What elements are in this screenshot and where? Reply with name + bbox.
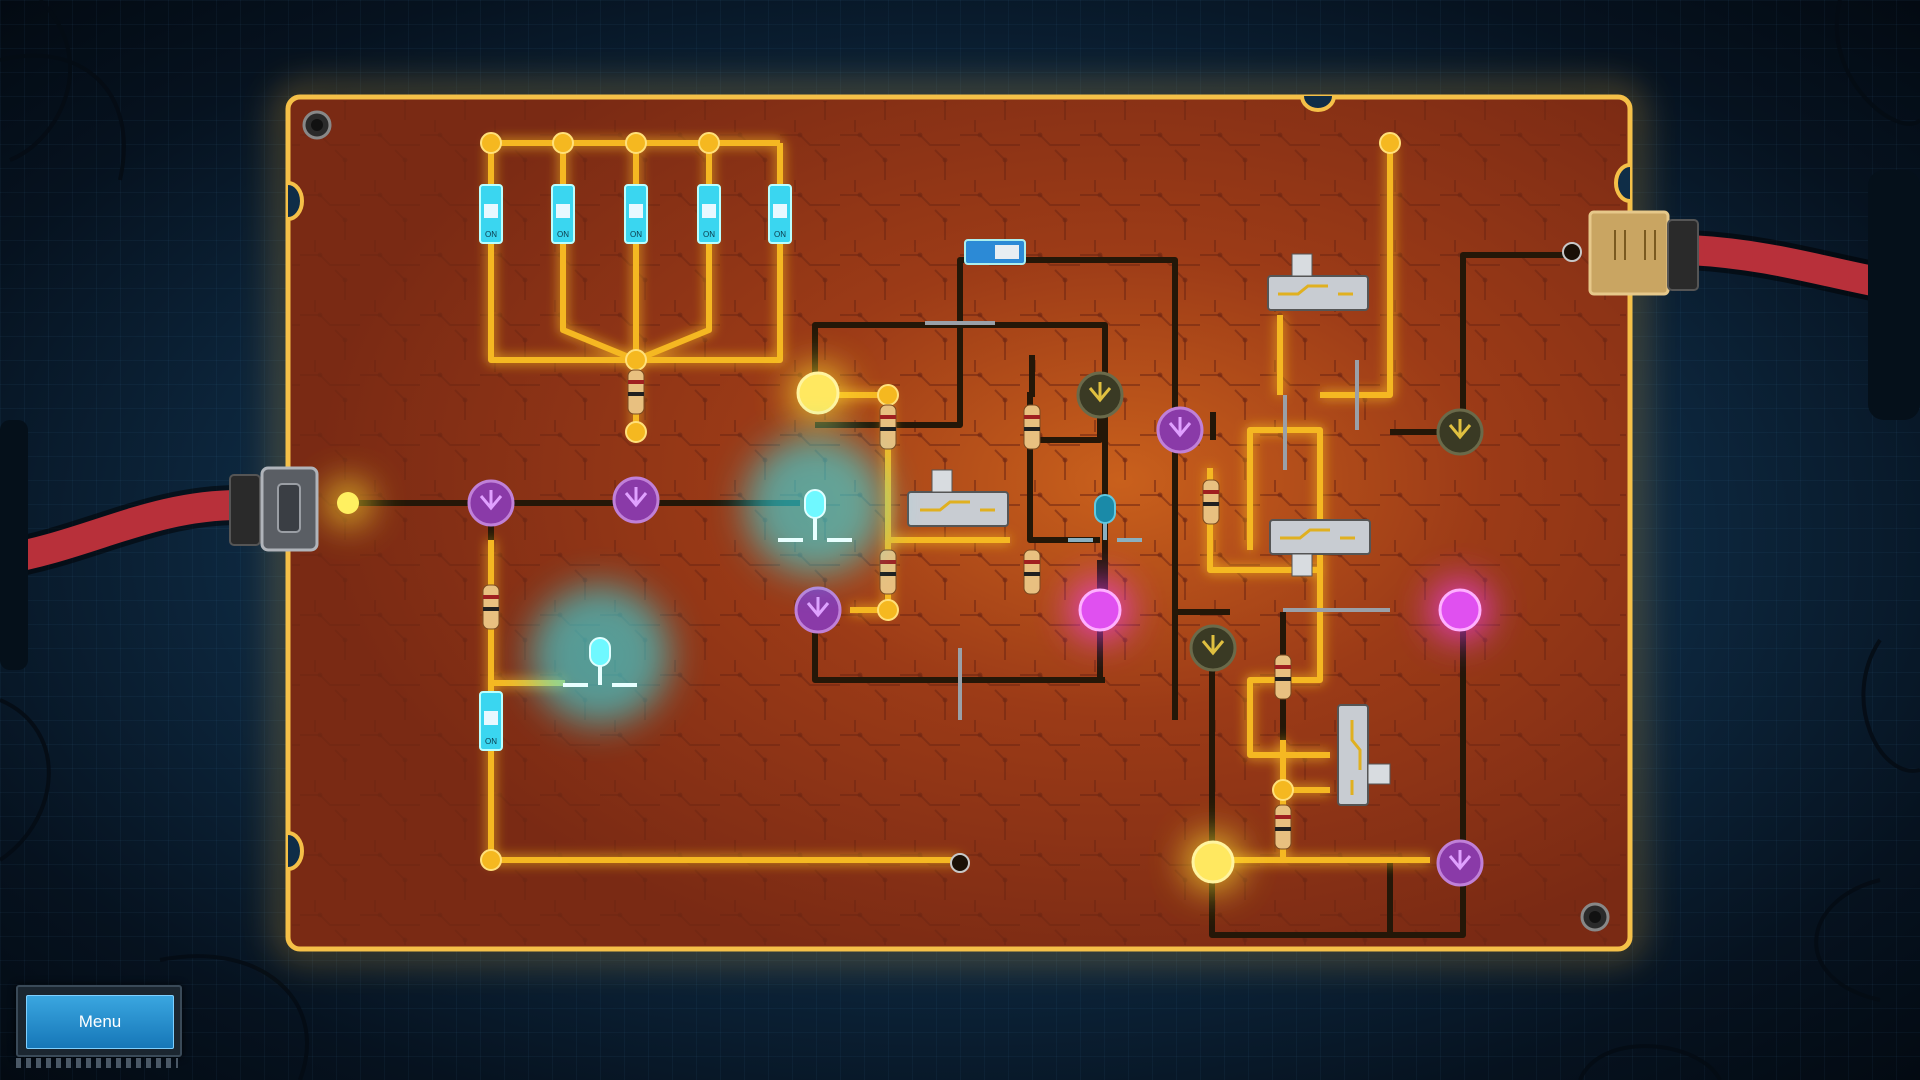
relay-chip[interactable] (1337, 704, 1391, 806)
svg-text:ON: ON (485, 737, 497, 746)
bulb-pink (1070, 580, 1130, 640)
svg-text:ON: ON (557, 230, 569, 239)
resistor (1274, 804, 1292, 850)
relay-chip[interactable] (907, 469, 1009, 527)
resistor (1023, 404, 1041, 450)
transistor-off (1436, 408, 1484, 456)
transistor-lit (1156, 406, 1204, 454)
power-node (326, 481, 370, 525)
menu-panel: Menu (16, 985, 182, 1057)
svg-text:ON: ON (485, 230, 497, 239)
svg-text:ON: ON (774, 230, 786, 239)
dip-switch[interactable]: ON (479, 691, 503, 751)
resistor (1202, 479, 1220, 525)
transistor-off (1189, 624, 1237, 672)
transistor-lit (467, 479, 515, 527)
menu-panel-pins (16, 1058, 178, 1068)
menu-button[interactable]: Menu (26, 995, 174, 1049)
power-input-plug (229, 466, 319, 552)
dip-switch[interactable]: ON (624, 184, 648, 244)
resistor (879, 404, 897, 450)
relay-chip[interactable] (1269, 519, 1371, 577)
transistor-lit (794, 586, 842, 634)
led-blue (530, 585, 670, 725)
dip-switch[interactable]: ON (551, 184, 575, 244)
resistor (627, 369, 645, 415)
resistor (879, 549, 897, 595)
svg-text:ON: ON (703, 230, 715, 239)
bulb-pink (1430, 580, 1490, 640)
resistor (482, 584, 500, 630)
output-plug (1588, 210, 1699, 296)
dip-switch[interactable]: ON (768, 184, 792, 244)
screw-icon (1580, 902, 1610, 932)
bulb-yellow (790, 365, 846, 421)
led-blue (745, 435, 885, 575)
slide-switch[interactable] (964, 239, 1026, 265)
resistor (1274, 654, 1292, 700)
svg-text:ON: ON (630, 230, 642, 239)
dip-switch[interactable]: ON (697, 184, 721, 244)
transistor-off (1076, 371, 1124, 419)
transistor-lit (1436, 839, 1484, 887)
led-blue-dim (1068, 494, 1142, 542)
resistor (1023, 549, 1041, 595)
screw-icon (302, 110, 332, 140)
transistor-lit (612, 476, 660, 524)
dip-switch[interactable]: ON (479, 184, 503, 244)
relay-chip[interactable] (1267, 253, 1369, 311)
bulb-yellow (1185, 834, 1241, 890)
